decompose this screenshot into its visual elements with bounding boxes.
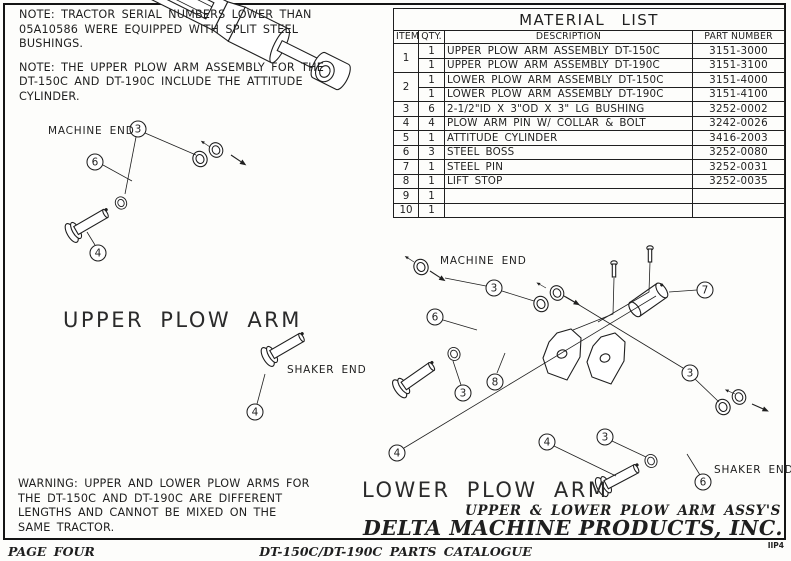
- balloon-3: 3: [681, 364, 699, 382]
- svg-text:7: 7: [702, 285, 709, 297]
- balloon-leader-lines: [86, 132, 720, 477]
- balloon-3: 3: [485, 279, 503, 297]
- svg-text:8: 8: [492, 377, 499, 389]
- svg-text:6: 6: [92, 157, 99, 169]
- machine-end-label-lower: MACHINE END: [440, 255, 527, 267]
- table-row: 4 4 PLOW ARM PIN W/ COLLAR & BOLT 3242-0…: [393, 115, 786, 131]
- table-title-row: MATERIAL LIST: [392, 8, 786, 31]
- svg-text:4: 4: [544, 437, 551, 449]
- table-header-row: ITEM QTY. DESCRIPTION PART NUMBER: [393, 30, 786, 44]
- footer-page-number: PAGE FOUR: [8, 544, 95, 559]
- table-row: 6 3 STEEL BOSS 3252-0080: [393, 144, 786, 160]
- table-row: 7 1 STEEL PIN 3252-0031: [393, 159, 786, 175]
- balloon-4: 4: [89, 244, 107, 262]
- table-row: 10 1: [393, 202, 786, 218]
- upper-plow-arm-drawing: [91, 0, 351, 91]
- table-row: 9 1: [393, 188, 786, 204]
- table-title: MATERIAL LIST: [392, 8, 786, 31]
- note-attitude-cylinder: NOTE: THE UPPER PLOW ARM ASSEMBLY FOR TH…: [19, 60, 324, 103]
- balloon-6: 6: [426, 308, 444, 326]
- balloon-6: 6: [694, 473, 712, 491]
- footer-catalogue-title: DT-150C/DT-190C PARTS CATALOGUE: [259, 544, 532, 559]
- shaker-end-label-lower: SHAKER END: [714, 464, 791, 476]
- shaker-end-label-upper: SHAKER END: [287, 364, 366, 376]
- balloon-3: 3: [596, 428, 614, 446]
- balloon-7: 7: [696, 281, 714, 299]
- col-qty: QTY.: [418, 30, 445, 44]
- svg-text:4: 4: [252, 407, 259, 419]
- svg-text:3: 3: [460, 388, 467, 400]
- warning-block: WARNING: UPPER AND LOWER PLOW ARMS FOR T…: [18, 477, 310, 534]
- balloon-6: 6: [86, 153, 104, 171]
- steel-pin-drawing: [628, 282, 669, 318]
- note-serial-numbers: NOTE: TRACTOR SERIAL NUMBERS LOWER THAN …: [19, 8, 312, 50]
- svg-text:3: 3: [491, 283, 498, 295]
- bracket-bolts: [572, 245, 654, 331]
- col-description: DESCRIPTION: [444, 30, 693, 44]
- svg-text:4: 4: [394, 448, 401, 460]
- pivot-bracket-plates: [542, 328, 626, 385]
- balloon-4: 4: [246, 403, 264, 421]
- balloon-4: 4: [538, 433, 556, 451]
- col-item: ITEM: [393, 30, 419, 44]
- lower-plow-arm-title: LOWER PLOW ARM: [362, 478, 608, 502]
- svg-text:6: 6: [432, 312, 439, 324]
- notes-block: NOTE: TRACTOR SERIAL NUMBERS LOWER THAN …: [19, 8, 337, 113]
- callout-balloons: 3 6 4 4 3 6 8 3 4 4 3 7 3 6: [86, 120, 714, 491]
- page-border: [3, 3, 786, 540]
- balloon-3: 3: [129, 120, 147, 138]
- table-row: 1 UPPER PLOW ARM ASSEMBLY DT-190C 3151-3…: [394, 57, 786, 73]
- upper-plow-arm-title: UPPER PLOW ARM: [63, 308, 302, 332]
- table-row: 1 LOWER PLOW ARM ASSEMBLY DT-190C 3151-4…: [394, 86, 786, 102]
- svg-text:3: 3: [687, 368, 694, 380]
- material-list-table: MATERIAL LIST ITEM QTY. DESCRIPTION PART…: [392, 8, 786, 218]
- svg-text:3: 3: [135, 124, 142, 136]
- machine-end-label-upper: MACHINE END: [48, 125, 135, 137]
- balloon-8: 8: [486, 373, 504, 391]
- table-row: 2 1 LOWER PLOW ARM ASSEMBLY DT-150C 3151…: [393, 72, 786, 102]
- table-row: 8 1 LIFT STOP 3252-0035: [393, 173, 786, 189]
- col-part-number: PART NUMBER: [691, 30, 786, 44]
- svg-text:4: 4: [95, 248, 102, 260]
- balloon-3: 3: [454, 384, 472, 402]
- table-row: 3 6 2-1/2"ID X 3"OD X 3" LG BUSHING 3252…: [393, 101, 786, 117]
- svg-text:6: 6: [700, 477, 707, 489]
- footer-plate-code: IIP4: [767, 541, 784, 550]
- table-row: 1 1 UPPER PLOW ARM ASSEMBLY DT-150C 3151…: [393, 43, 786, 73]
- banner-subtitle: UPPER & LOWER PLOW ARM ASSY'S: [465, 503, 781, 519]
- banner-company-name: DELTA MACHINE PRODUCTS, INC.: [363, 516, 783, 540]
- svg-text:3: 3: [602, 432, 609, 444]
- table-row: 5 1 ATTITUDE CYLINDER 3416-2003: [393, 130, 786, 146]
- balloon-4: 4: [388, 444, 406, 462]
